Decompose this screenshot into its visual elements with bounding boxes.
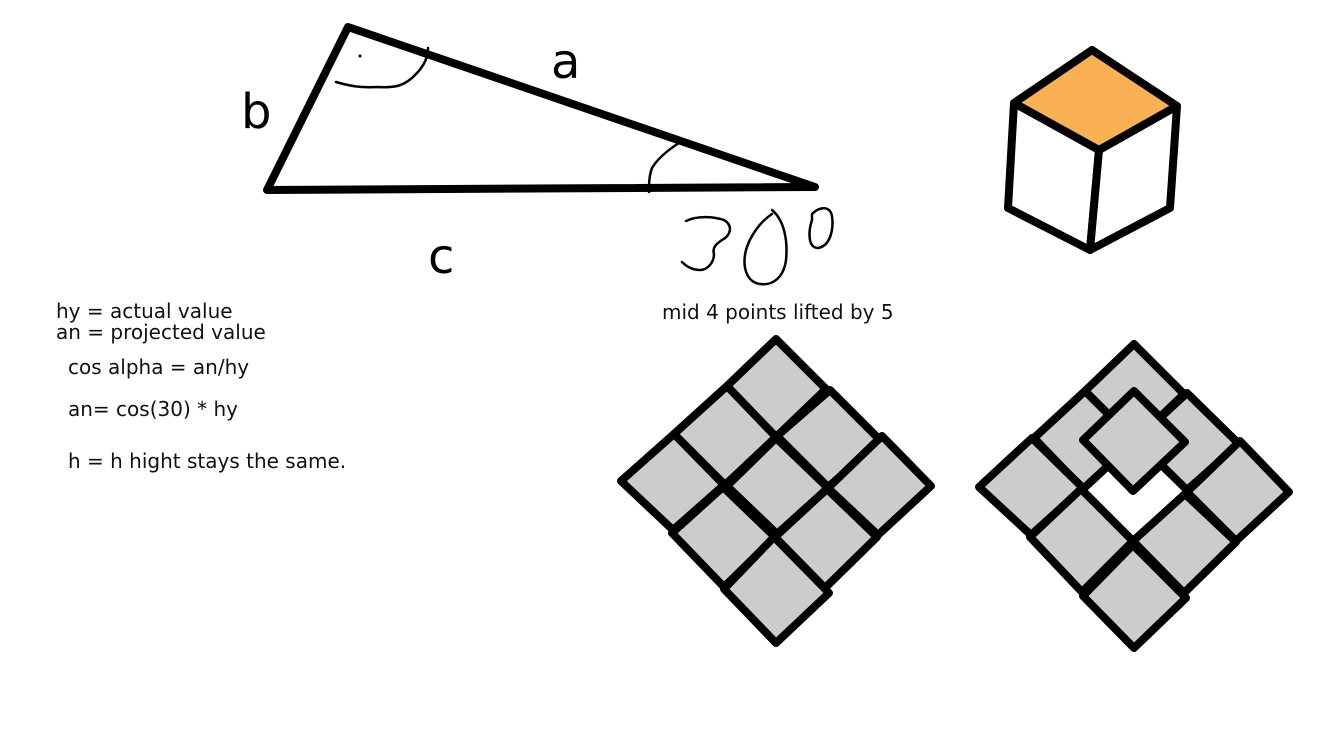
tile	[1079, 541, 1190, 652]
side-label-b: b	[241, 84, 271, 140]
side-label-c: c	[428, 229, 454, 285]
triangle-outline	[263, 23, 819, 194]
angle-arc-30	[647, 141, 681, 194]
cube-top-face	[1010, 46, 1181, 154]
note-hy: hy = actual value	[56, 299, 233, 323]
note-height: h = h hight stays the same.	[68, 449, 347, 473]
right-triangle: a b c	[241, 23, 819, 285]
grid-caption: mid 4 points lifted by 5	[662, 300, 894, 324]
tile-lifted	[1079, 387, 1189, 495]
handwritten-angle-30	[680, 207, 834, 286]
note-an-formula: an= cos(30) * hy	[68, 397, 238, 421]
note-cos-alpha: cos alpha = an/hy	[68, 355, 250, 379]
note-an: an = projected value	[56, 320, 266, 344]
side-label-a: a	[551, 34, 580, 90]
right-angle-dot	[358, 54, 362, 58]
isometric-cube	[1004, 46, 1181, 254]
tile	[720, 533, 833, 647]
tile-grid-lifted	[975, 340, 1293, 652]
tile-grid-flat	[617, 335, 935, 647]
right-angle-mark	[334, 46, 430, 89]
